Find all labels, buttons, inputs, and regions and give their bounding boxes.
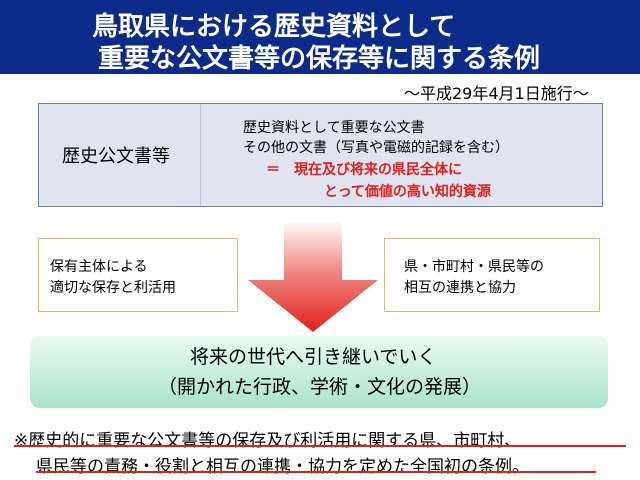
definition-divider bbox=[200, 104, 201, 206]
right-box-line-1: 県・市町村・県民等の bbox=[404, 259, 544, 275]
left-box bbox=[38, 238, 238, 312]
note-line-1: ※歴史的に重要な公文書等の保存及び利活用に関する県、市町村、 bbox=[14, 431, 522, 451]
arrow-down-icon bbox=[248, 220, 378, 332]
title-bar bbox=[0, 0, 640, 74]
right-box-line-2: 相互の連携と協力 bbox=[404, 280, 516, 296]
effective-date: 〜平成29年4月1日施行〜 bbox=[404, 84, 589, 103]
definition-line-4: とって価値の高い知的資源 bbox=[324, 184, 491, 200]
definition-line-3: ＝ 現在及び将来の県民全体に bbox=[266, 162, 462, 178]
note-underline-1 bbox=[14, 445, 626, 447]
note-underline-2 bbox=[36, 471, 596, 473]
future-line-2: （開かれた行政、学術・文化の発展） bbox=[158, 376, 482, 398]
left-box-line-1: 保有主体による bbox=[50, 259, 148, 275]
definition-line-1: 歴史資料として重要な公文書 bbox=[243, 120, 425, 136]
right-box bbox=[384, 238, 600, 312]
future-box bbox=[30, 336, 608, 408]
definition-box bbox=[38, 103, 603, 207]
note-line-2: 県民等の責務・役割と相互の連携・協力を定めた全国初の条例。 bbox=[36, 457, 529, 477]
left-box-line-2: 適切な保存と利活用 bbox=[50, 280, 176, 296]
definition-line-2: その他の文書（写真や電磁的記録を含む） bbox=[243, 140, 509, 156]
future-line-1: 将来の世代へ引き継いでいく bbox=[190, 346, 437, 368]
title-line-2: 重要な公文書等の保存等に関する条例 bbox=[98, 44, 541, 74]
title-line-1: 鳥取県における歴史資料として bbox=[92, 12, 456, 42]
definition-term: 歴史公文書等 bbox=[62, 146, 170, 167]
